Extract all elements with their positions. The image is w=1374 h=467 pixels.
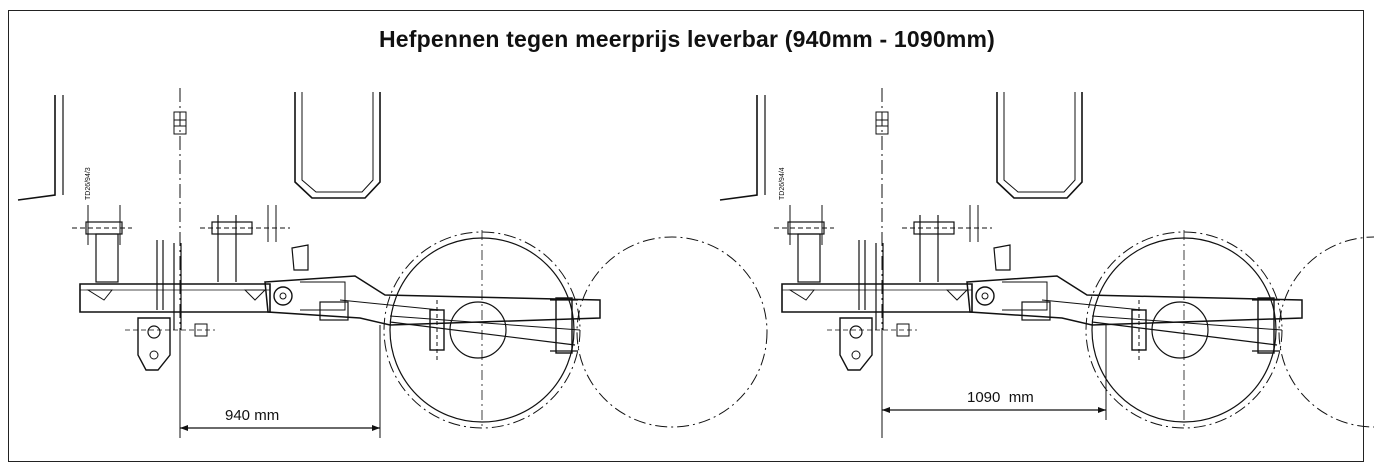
dimension-label: 940 mm — [225, 407, 279, 424]
dimension-label: 1090 mm — [967, 389, 1034, 406]
drawing-frame — [8, 10, 1364, 462]
drawing-code: TD26/94/3 — [85, 167, 92, 200]
page-title: Hefpennen tegen meerprijs leverbar (940m… — [378, 26, 996, 52]
drawing-right: 1090 mm TD26/94/4 — [719, 87, 1374, 439]
drawing-left: 940 mm TD26/94/3 — [17, 87, 768, 439]
drawing-code: TD26/94/4 — [779, 167, 786, 200]
